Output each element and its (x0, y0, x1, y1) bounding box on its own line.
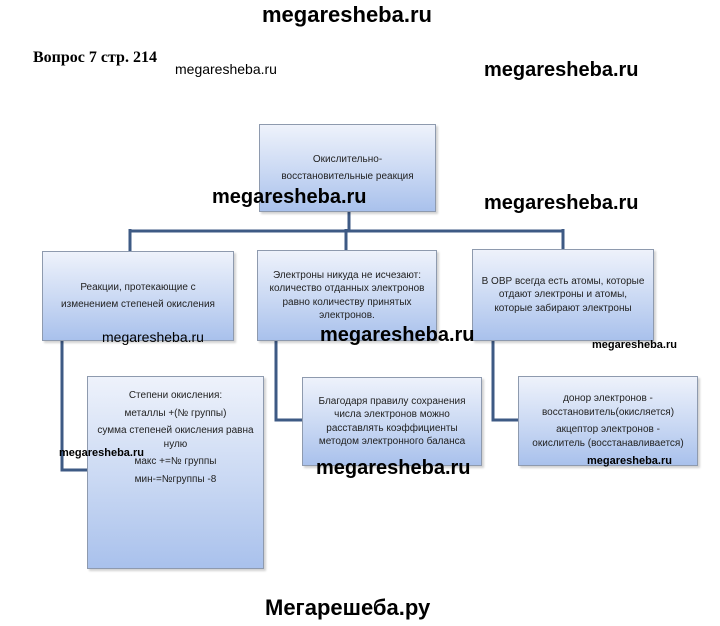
header-site-title: megaresheba.ru (262, 2, 432, 27)
middle-box-line-1: Электроны никуда не исчезают: (272, 269, 422, 281)
connector-left-child (60, 341, 88, 472)
connector-right-child (491, 341, 519, 422)
right-child-line-1: донор электронов - (563, 393, 653, 404)
middle-child-line-1: Благодаря правилу сохранения (318, 395, 466, 407)
middle-box-line-2: количество отданных электронов (269, 283, 425, 294)
root-line-2: восстановительные реакция (281, 171, 414, 182)
watermark-middle-child: megaresheba.ru (316, 457, 471, 479)
right-box-line-2: отдают электроны и атомы, (498, 289, 628, 301)
watermark-right-box: megaresheba.ru (592, 339, 677, 351)
left-child-box: Степени окисления: металлы +(№ группы) с… (87, 376, 264, 569)
left-box: Реакции, протекающие с изменением степен… (42, 251, 234, 341)
watermark-right-child: megaresheba.ru (587, 455, 672, 467)
left-child-line-3: нулю (163, 438, 188, 450)
right-child-line-4: окислитель (восстанавливается) (532, 437, 684, 449)
right-child-line-2: восстановитель(окисляется) (541, 406, 675, 418)
watermark-root-left: megaresheba.ru (212, 186, 367, 208)
connector-middle-child (274, 341, 303, 422)
right-child-box: донор электронов - восстановитель(окисля… (518, 376, 698, 466)
root-line-1: Окислительно- (312, 153, 383, 165)
left-child-line-1: металлы +(№ группы) (124, 407, 227, 419)
right-child-line-3: акцептор электронов - (556, 424, 660, 435)
right-box: В ОВР всегда есть атомы, которые отдают … (472, 249, 654, 341)
watermark-small-top: megaresheba.ru (175, 61, 277, 77)
watermark-left-box: megaresheba.ru (102, 329, 204, 345)
middle-box-line-3: равно количеству принятых (282, 296, 412, 308)
middle-child-line-4: методом электронного баланса (318, 436, 466, 447)
middle-box: Электроны никуда не исчезают: количество… (257, 250, 437, 341)
root-box: Окислительно- восстановительные реакция (259, 124, 436, 212)
question-label: Вопрос 7 стр. 214 (33, 49, 157, 66)
right-box-line-1: В ОВР всегда есть атомы, которые (481, 275, 645, 287)
watermark-top-right: megaresheba.ru (484, 59, 639, 81)
middle-child-line-2: числа электронов можно (334, 409, 450, 420)
middle-child-line-3: расставлять коэффициенты (326, 422, 458, 434)
left-box-line-1: Реакции, протекающие с (80, 281, 196, 293)
left-child-title: Степени окисления: (128, 390, 223, 401)
footer-site-title: Мегарешеба.ру (265, 595, 431, 620)
right-box-line-3: которые забирают электроны (494, 302, 632, 314)
left-child-line-4: макс +=№ группы (134, 456, 217, 467)
left-child-line-5: мин-=№группы -8 (134, 473, 217, 485)
watermark-root-right: megaresheba.ru (484, 192, 639, 214)
watermark-left-child: megaresheba.ru (59, 447, 144, 459)
watermark-middle-box: megaresheba.ru (320, 324, 475, 346)
middle-box-line-4: электронов. (319, 310, 375, 321)
left-box-line-2: изменением степеней окисления (61, 299, 215, 310)
middle-child-box: Благодаря правилу сохранения числа элект… (302, 377, 482, 466)
left-child-line-2: сумма степеней окисления равна (97, 425, 254, 436)
